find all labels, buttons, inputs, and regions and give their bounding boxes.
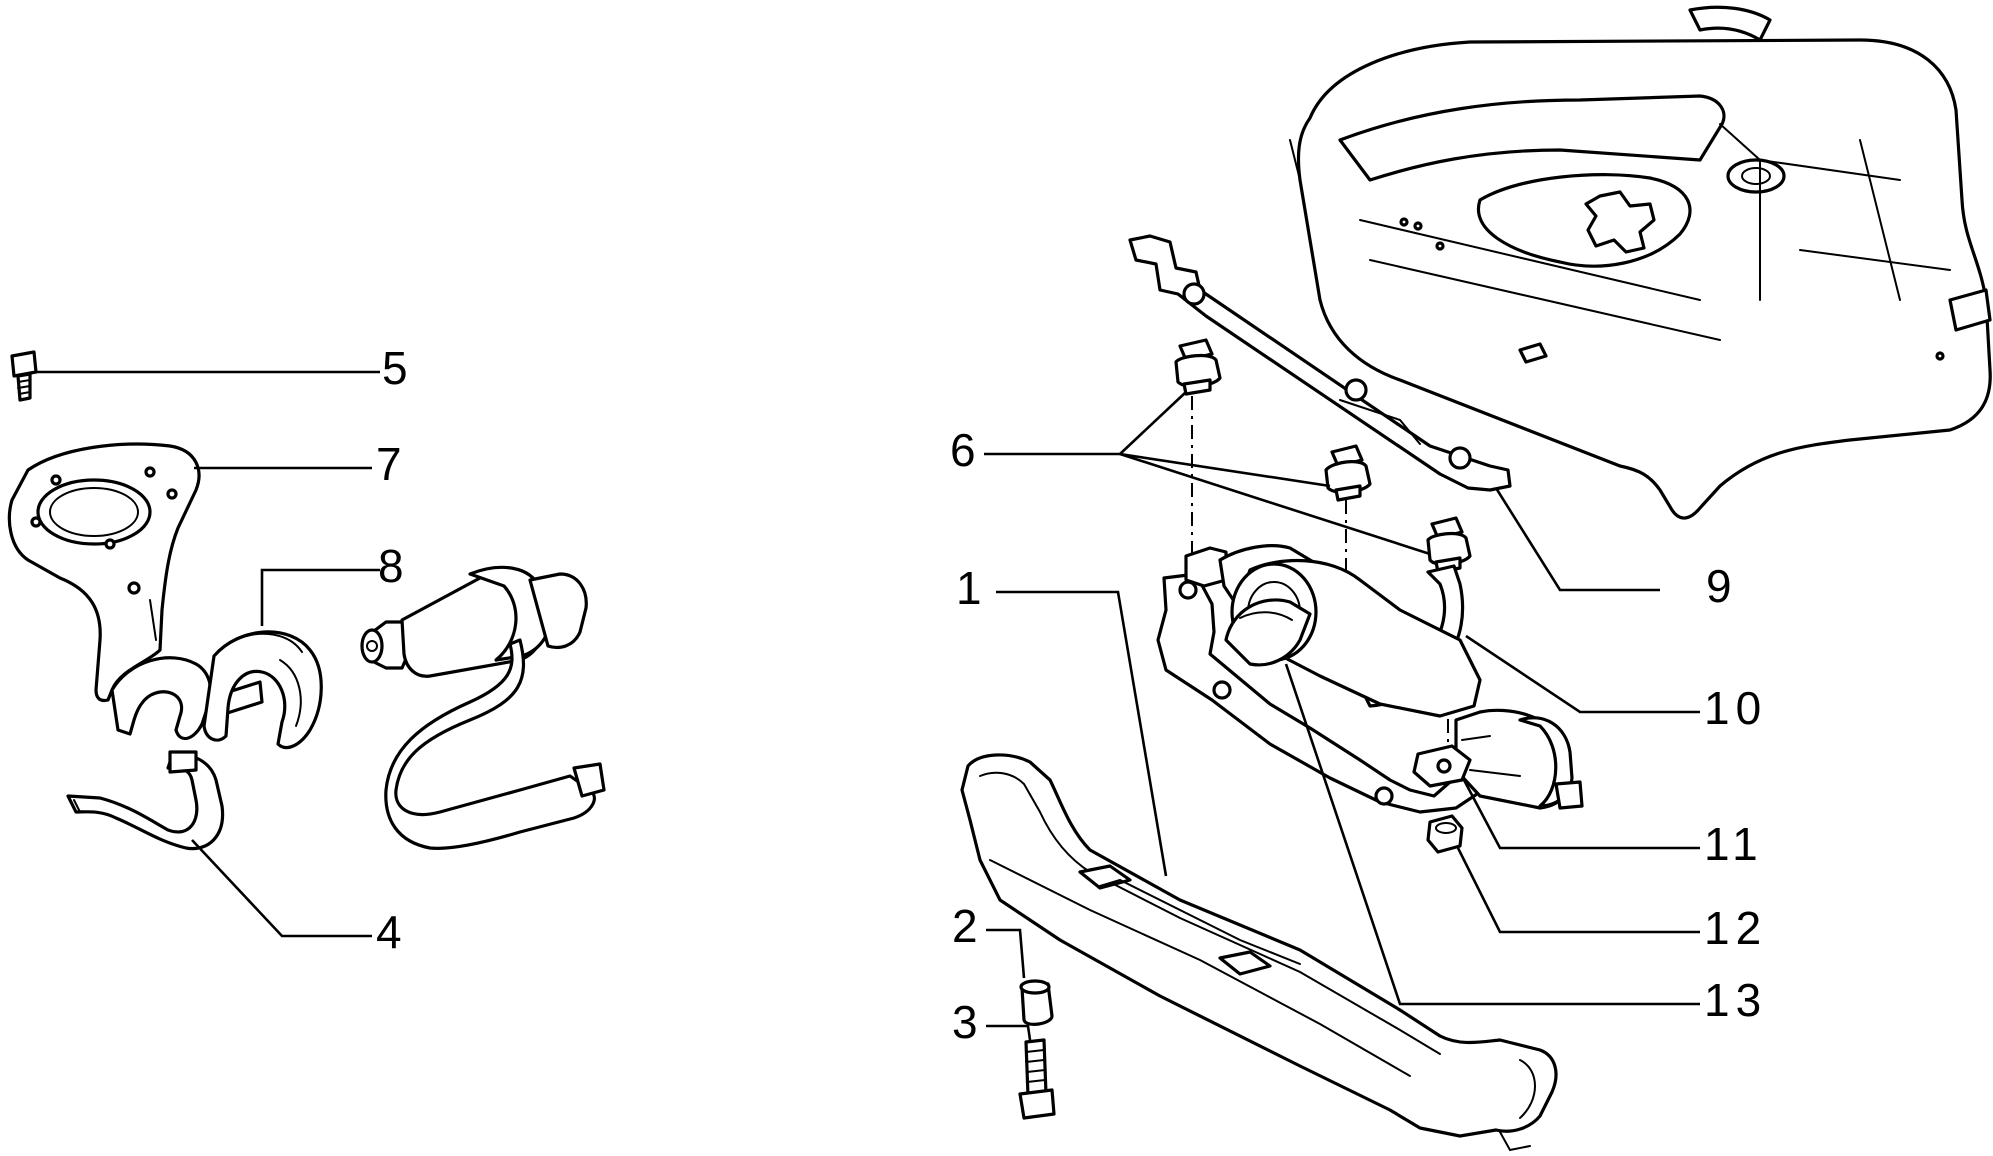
support-bracket-part-9 [1128,234,1512,492]
callout-4: 4 [376,906,408,958]
callout-5: 5 [382,342,414,394]
leader-10 [1465,634,1700,714]
callout-3: 3 [952,996,984,1048]
protection-shield-part-1 [960,753,1558,1152]
callout-6: 6 [950,424,982,476]
spacer-part-2 [1019,979,1054,1026]
rubber-sleeve-part-13 [1224,598,1312,667]
callout-10: 10 [1704,682,1767,734]
mount-c [1426,516,1472,574]
leader-13 [1284,663,1700,1006]
callout-12: 12 [1704,902,1767,954]
leader-6-branch-b [1119,452,1331,488]
callout-9: 9 [1706,560,1738,612]
mount-a [1174,338,1222,396]
leader-2 [986,928,1026,979]
leader-8 [260,568,380,626]
leader-6-branch-c [1119,452,1431,556]
rubber-sleeve-part-8 [202,630,323,750]
fuel-filter [360,565,606,850]
screw-part-3 [1018,1038,1056,1120]
callout-11: 11 [1704,818,1764,870]
callout-7: 7 [376,438,408,490]
fuel-tank [1289,5,1992,520]
leader-1 [996,590,1168,877]
leader-4 [191,839,372,938]
callout-2: 2 [952,900,984,952]
callout-13: 13 [1704,974,1767,1026]
leader-6-branch-a [1119,391,1187,455]
leader-12 [1456,847,1700,934]
rubber-mounts-part-6 [1174,338,1472,574]
mounting-plate-part-7 [7,442,201,703]
bolt-part-5 [10,350,38,402]
nut-part-12 [1426,814,1464,854]
fuel-pump [1184,544,1584,810]
callout-1: 1 [956,562,988,614]
callout-labels: 5 7 8 4 6 1 2 3 9 10 11 12 13 [376,342,1767,1048]
callout-8: 8 [378,540,410,592]
clamp-strap-part-4 [66,750,225,851]
left-assembly [7,350,606,938]
right-assembly [960,5,1992,1152]
leader-3 [986,1024,1032,1041]
leader-11 [1462,779,1700,850]
bracket-plate-part-11 [1412,744,1472,788]
leader-9 [1494,487,1660,592]
mount-b [1324,444,1372,502]
